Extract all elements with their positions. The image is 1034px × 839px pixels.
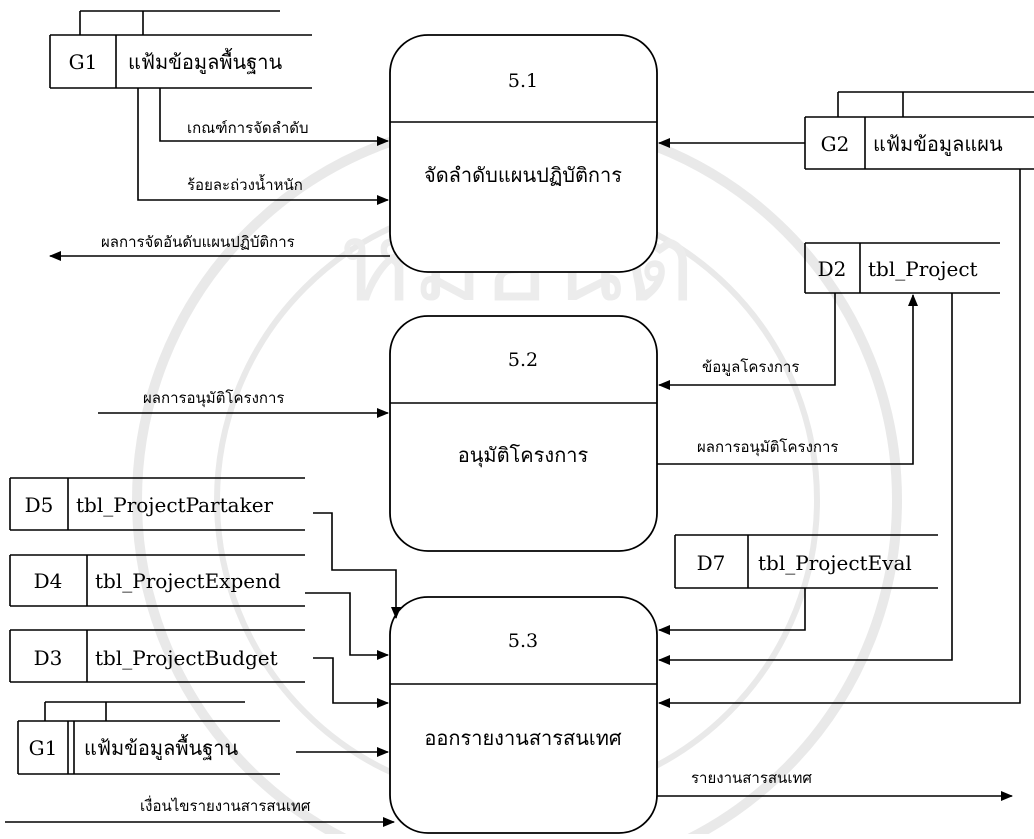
process-5-1: 5.1 จัดลำดับแผนปฏิบัติการ [389,34,658,273]
flow-report-out: รายงานสารสนเทศ [657,769,1013,801]
flow-label: ร้อยละถ่วงน้ำหนัก [187,174,303,194]
data-store-d5: D5 tbl_ProjectPartaker [9,477,305,531]
store-id: D4 [34,569,63,593]
flow-rank-result: ผลการจัดอันดับแผนปฏิบัติการ [49,233,390,261]
data-store-d2: D2 tbl_Project [804,242,1000,294]
data-store-d4: D4 tbl_ProjectExpend [9,554,305,607]
data-store-g1-top: G1 แฟ้มข้อมูลพื้นฐาน [49,10,312,89]
store-name: แฟ้มข้อมูลพื้นฐาน [84,734,238,761]
flow-g2-to-5-3 [658,169,1021,708]
flow-label: ผลการอนุมัติโครงการ [143,389,284,408]
flow-d7-to-5-3 [658,588,806,635]
store-id: G1 [69,50,98,74]
flow-label: ผลการอนุมัติโครงการ [697,438,838,457]
flow-d2-to-5-3 [658,293,953,665]
store-name: tbl_Project [868,257,978,281]
process-id: 5.2 [508,349,538,371]
process-name: อนุมัติโครงการ [458,443,589,468]
data-store-g2: G2 แฟ้มข้อมูลแผน [804,91,1034,170]
process-name: ออกรายงานสารสนเทศ [424,726,622,750]
process-5-3: 5.3 ออกรายงานสารสนเทศ [389,596,658,834]
flow-project-info: ข้อมูลโครงการ [658,293,836,390]
process-id: 5.3 [508,630,538,652]
process-5-2: 5.2 อนุมัติโครงการ [389,315,658,552]
store-name: tbl_ProjectExpend [95,569,281,593]
flow-d4-to-5-3 [305,592,389,660]
store-id: D5 [25,493,54,517]
store-name: แฟ้มข้อมูลพื้นฐาน [128,48,282,75]
store-name: tbl_ProjectPartaker [76,493,274,517]
data-store-g1-bottom: G1 แฟ้มข้อมูลพื้นฐาน [17,701,280,775]
store-name: tbl_ProjectEval [758,551,912,575]
flow-label: เงื่อนไขรายงานสารสนเทศ [140,795,311,815]
flow-label: ผลการจัดอันดับแผนปฏิบัติการ [101,233,295,251]
flow-d3-to-5-3 [313,657,389,708]
store-id: G2 [821,132,850,156]
store-id: G1 [29,736,58,760]
data-store-d3: D3 tbl_ProjectBudget [9,629,305,683]
store-id: D2 [818,257,847,281]
store-name: แฟ้มข้อมูลแผน [873,132,1003,157]
flow-weight: ร้อยละถ่วงน้ำหนัก [137,88,389,205]
flow-approval-in: ผลการอนุมัติโครงการ [98,389,389,418]
data-store-d7: D7 tbl_ProjectEval [674,534,938,589]
flow-report-cond: เงื่อนไขรายงานสารสนเทศ [5,795,395,827]
flow-approval-out: ผลการอนุมัติโครงการ [657,294,918,465]
store-name: tbl_ProjectBudget [95,646,278,670]
flow-label: รายงานสารสนเทศ [691,769,812,787]
store-id: D3 [34,646,63,670]
process-name: จัดลำดับแผนปฏิบัติการ [424,163,622,187]
flow-label: เกณฑ์การจัดลำดับ [187,119,309,137]
flow-criteria: เกณฑ์การจัดลำดับ [159,88,389,146]
flow-label: ข้อมูลโครงการ [702,358,799,376]
store-id: D7 [697,551,726,575]
flow-d5-to-5-3 [313,512,401,619]
process-id: 5.1 [508,70,538,92]
